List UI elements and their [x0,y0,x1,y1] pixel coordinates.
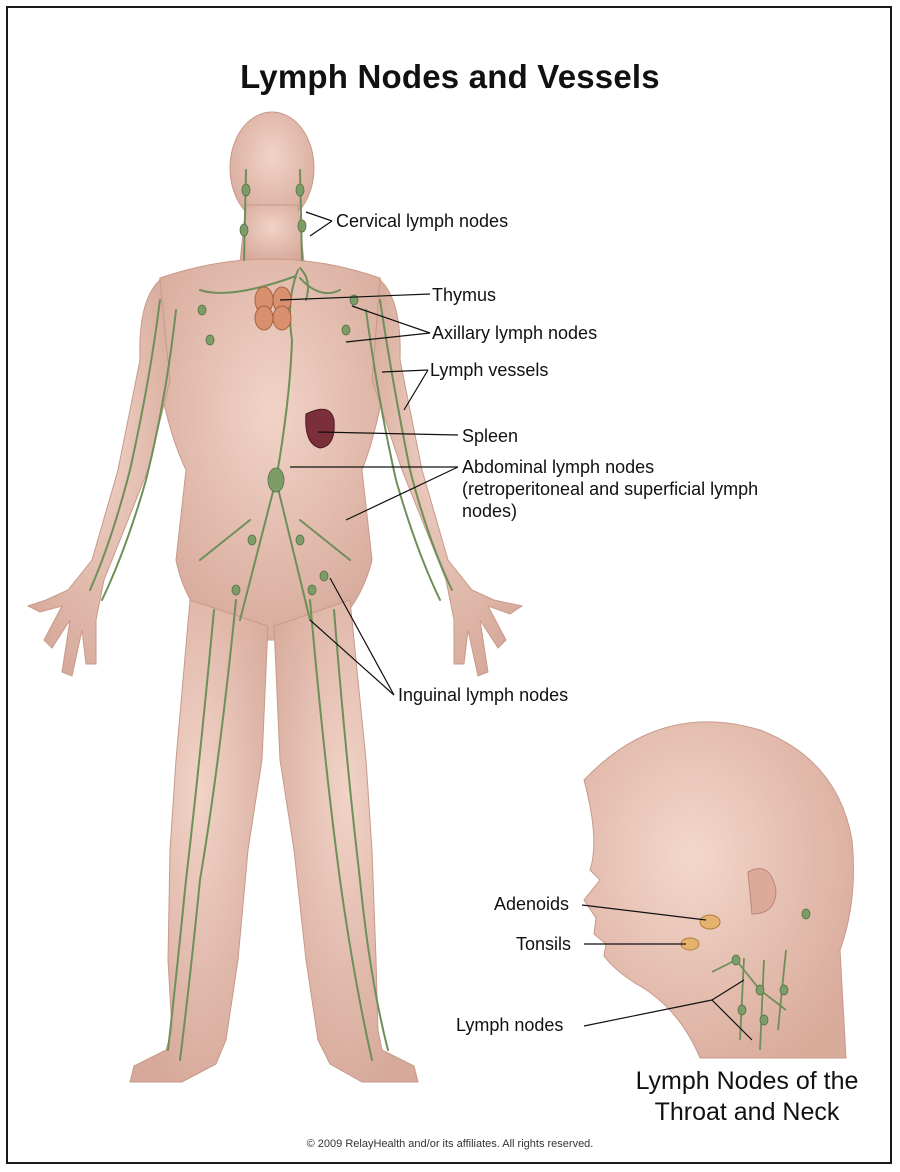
label-cervical-lymph-nodes: Cervical lymph nodes [336,210,508,232]
label-thymus: Thymus [432,284,496,306]
label-spleen: Spleen [462,425,518,447]
page-title: Lymph Nodes and Vessels [0,58,900,96]
label-adenoids: Adenoids [494,893,569,915]
label-lymph-vessels: Lymph vessels [430,359,548,381]
label-inguinal-lymph-nodes: Inguinal lymph nodes [398,684,568,706]
label-abdominal-lymph-nodes: Abdominal lymph nodes (retroperitoneal a… [462,456,762,522]
label-axillary-lymph-nodes: Axillary lymph nodes [432,322,597,344]
label-tonsils: Tonsils [516,933,571,955]
body-figure [28,112,522,1082]
inset-caption: Lymph Nodes of the Throat and Neck [602,1066,892,1128]
copyright-notice: © 2009 RelayHealth and/or its affiliates… [0,1138,900,1150]
label-lymph-nodes: Lymph nodes [456,1014,563,1036]
